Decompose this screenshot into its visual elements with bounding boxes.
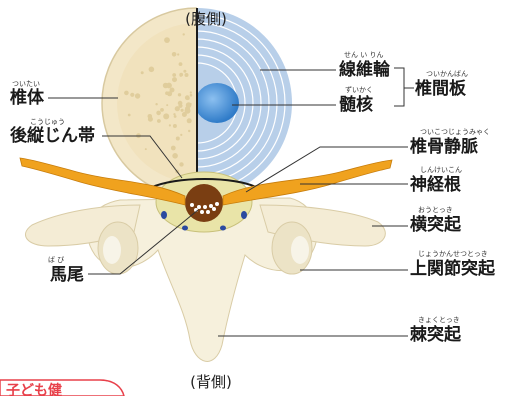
corner-tab: 子ども健 — [0, 380, 124, 396]
spinous-ruby: きょくとっき — [418, 316, 460, 324]
vein-label: 椎骨静脈 — [409, 136, 478, 157]
spinous-label: 棘突起 — [410, 324, 462, 345]
cauda-equina-ruby: ば び — [48, 255, 64, 264]
pll-ruby: こうじゅう — [30, 118, 65, 126]
transverse-ruby: おうとっき — [418, 206, 453, 214]
annulus-label: 線維輪 — [339, 59, 391, 80]
transverse-label: 横突起 — [410, 214, 462, 235]
pll-label: 後縦じん帯 — [10, 125, 95, 146]
dorsal-label: (背側) — [190, 373, 232, 391]
ventral-label: (腹側) — [185, 10, 227, 28]
nucleus-ruby: ずいかく — [345, 85, 373, 94]
nerve-root-label: 神経根 — [410, 174, 461, 195]
sap-label: 上関節突起 — [410, 258, 496, 279]
annulus-ruby: せん い りん — [344, 51, 383, 59]
sap-ruby: じょうかんせつとっき — [418, 250, 488, 258]
disc-ruby: ついかんばん — [426, 69, 468, 78]
vertebral-body-ruby: ついたい — [12, 80, 40, 88]
vein-ruby: ついこつじょうみゃく — [420, 128, 490, 136]
nucleus-label: 髄核 — [339, 94, 373, 115]
nerve-root-ruby: しんけいこん — [420, 166, 462, 174]
disc-label: 椎間板 — [414, 78, 467, 99]
corner-tab-text: 子ども健 — [6, 382, 62, 396]
nucleus-pulposus-shape — [195, 83, 239, 123]
vertebral-body-label: 椎体 — [9, 87, 45, 108]
cauda-equina-label: 馬尾 — [50, 265, 84, 285]
